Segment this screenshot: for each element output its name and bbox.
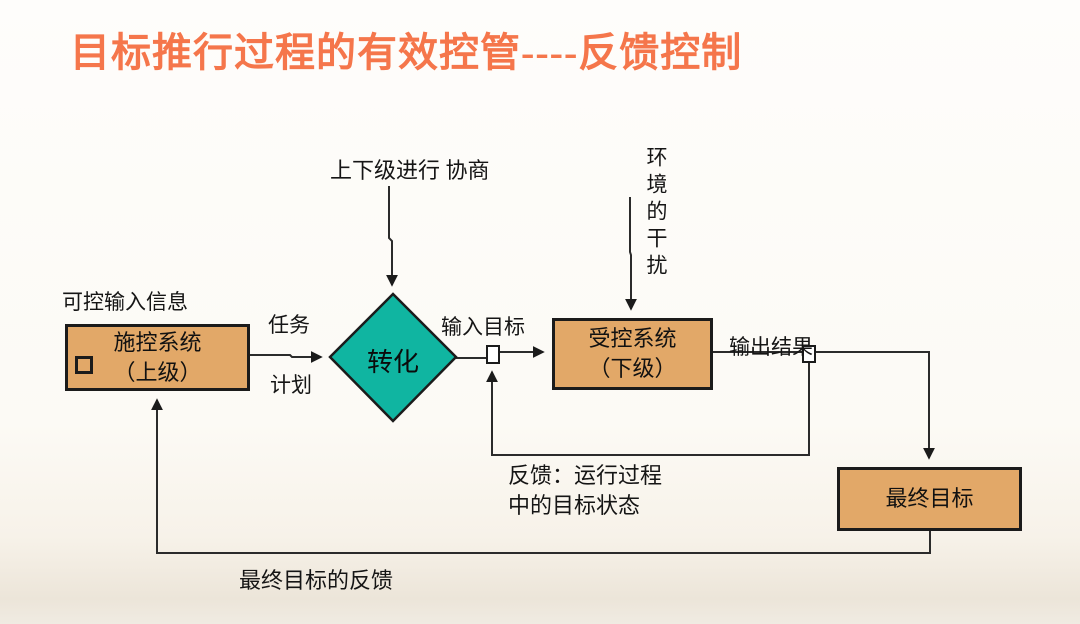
transform-diamond-label: 转化 xyxy=(366,348,419,377)
process-feedback-arrow xyxy=(486,362,810,456)
final-goal-box: 最终目标 xyxy=(837,467,1022,531)
final-box-label: 最终目标 xyxy=(885,486,974,511)
output-result-arrow xyxy=(713,351,935,460)
negotiate-arrow xyxy=(386,186,398,287)
final-feedback-arrow xyxy=(151,398,931,554)
output-tap-node xyxy=(802,345,816,363)
negotiate-label: 上下级进行 协商 xyxy=(330,158,490,183)
input-port-square xyxy=(75,356,93,374)
task-label: 任务 xyxy=(268,313,310,337)
transform-diamond xyxy=(328,292,458,423)
controlling-system-box: 施控系统 （上级） xyxy=(65,324,250,391)
slide-title: 目标推行过程的有效控管----反馈控制 xyxy=(70,30,743,75)
final-feedback-label: 最终目标的反馈 xyxy=(239,568,394,593)
controlled-box-line2: （下级） xyxy=(588,356,677,381)
controllable-input-label: 可控输入信息 xyxy=(62,290,188,314)
process-feedback-line2: 中的目标状态 xyxy=(508,493,641,518)
input-summing-node xyxy=(486,345,500,364)
controlled-system-box: 受控系统 （下级） xyxy=(552,318,713,390)
env-disturbance-arrow xyxy=(625,197,637,311)
output-result-label: 输出结果 xyxy=(729,335,813,359)
controlling-box-line1: 施控系统 xyxy=(113,329,202,355)
controlling-box-line2: （上级） xyxy=(113,359,202,385)
task-plan-arrow xyxy=(250,351,323,363)
plan-label: 计划 xyxy=(270,373,312,397)
process-feedback-label: 反馈：运行过程 中的目标状态 xyxy=(508,461,662,521)
controlled-box-line1: 受控系统 xyxy=(588,326,677,351)
env-disturbance-label: 环境的干扰 xyxy=(644,146,668,281)
process-feedback-line1: 反馈：运行过程 xyxy=(508,463,663,488)
input-goal-label: 输入目标 xyxy=(441,315,525,339)
